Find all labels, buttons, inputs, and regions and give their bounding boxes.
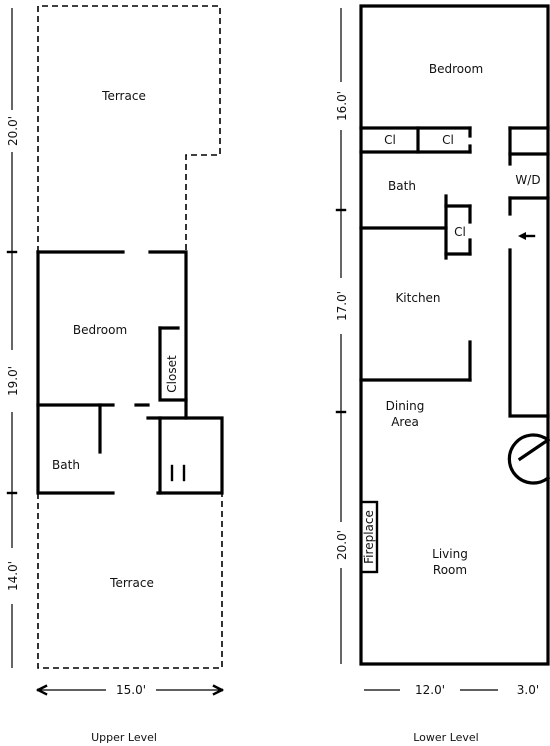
lower-closet-1-label: Cl bbox=[384, 133, 396, 147]
lower-living-label-line2: Room bbox=[433, 563, 467, 577]
lower-dim-20: 20.0' bbox=[335, 530, 349, 560]
lower-dim-3: 3.0' bbox=[517, 683, 539, 697]
upper-terrace-bottom-label: Terrace bbox=[109, 576, 154, 590]
lower-kitchen-label: Kitchen bbox=[395, 291, 440, 305]
upper-closet-label: Closet bbox=[165, 355, 179, 393]
lower-dining-label-line2: Area bbox=[391, 415, 419, 429]
lower-dining-label-line1: Dining bbox=[386, 399, 425, 413]
upper-walls bbox=[36, 250, 224, 495]
upper-terrace-top-outline bbox=[37, 5, 221, 252]
upper-vertical-dimensions: 20.0' 19.0' 14.0' bbox=[6, 8, 20, 668]
upper-dim-19: 19.0' bbox=[6, 366, 20, 396]
upper-dim-20: 20.0' bbox=[6, 116, 20, 146]
lower-living-label-line1: Living bbox=[432, 547, 468, 561]
lower-dim-16: 16.0' bbox=[335, 91, 349, 121]
lower-vertical-dimensions: 16.0' 17.0' 20.0' bbox=[335, 8, 349, 664]
upper-dim-14: 14.0' bbox=[6, 561, 20, 591]
lower-level-plan: Bedroom Cl Cl Bath W/D Cl Kitchen Dining… bbox=[335, 4, 550, 744]
lower-level-caption: Lower Level bbox=[413, 731, 478, 744]
upper-level-caption: Upper Level bbox=[91, 731, 157, 744]
lower-fireplace-label: Fireplace bbox=[362, 510, 376, 564]
lower-width-dimension: 12.0' 3.0' bbox=[364, 683, 539, 697]
lower-closet-3-label: Cl bbox=[454, 225, 466, 239]
upper-terrace-top-label: Terrace bbox=[101, 89, 146, 103]
lower-bedroom-label: Bedroom bbox=[429, 62, 483, 76]
lower-wd-label: W/D bbox=[515, 173, 540, 187]
lower-bath-label: Bath bbox=[388, 179, 416, 193]
upper-level-plan: Terrace Bedroom Closet Bath Terrace 20.0… bbox=[6, 5, 224, 744]
lower-closet-2-label: Cl bbox=[442, 133, 454, 147]
upper-bedroom-label: Bedroom bbox=[73, 323, 127, 337]
upper-dim-width: 15.0' bbox=[116, 683, 146, 697]
lower-dim-12: 12.0' bbox=[415, 683, 445, 697]
upper-width-dimension: 15.0' bbox=[36, 683, 224, 697]
lower-walls bbox=[359, 4, 550, 666]
lower-dim-17: 17.0' bbox=[335, 291, 349, 321]
upper-bath-label: Bath bbox=[52, 458, 80, 472]
